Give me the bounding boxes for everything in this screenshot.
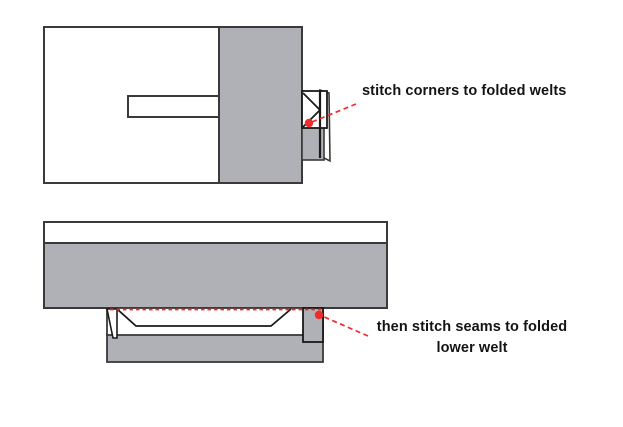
lower-annotation-label-line1: then stitch seams to folded <box>377 319 567 335</box>
lower-left-seam-notch <box>106 308 118 339</box>
annotation-upper: stitch corners to folded welts <box>304 83 566 128</box>
lower-pocket-bag-gray <box>106 333 324 363</box>
annotation-lower: then stitch seams to folded lower welt <box>314 310 567 356</box>
lower-pocket-bag-white <box>106 307 324 336</box>
lower-annotation-label-line2: lower welt <box>436 340 507 356</box>
upper-fabric-panel-gray <box>218 26 303 184</box>
lower-upper-welt-band <box>43 221 388 244</box>
lower-leader-dot-marker <box>314 310 324 320</box>
upper-leader-dot-marker <box>304 118 314 128</box>
lower-welt-view <box>43 221 388 363</box>
upper-welt-view <box>43 26 331 184</box>
upper-annotation-label: stitch corners to folded welts <box>362 83 566 99</box>
lower-folded-welt-edge <box>116 308 292 327</box>
upper-welt-opening-slot <box>127 95 220 118</box>
lower-garment-front-panel <box>43 242 388 309</box>
